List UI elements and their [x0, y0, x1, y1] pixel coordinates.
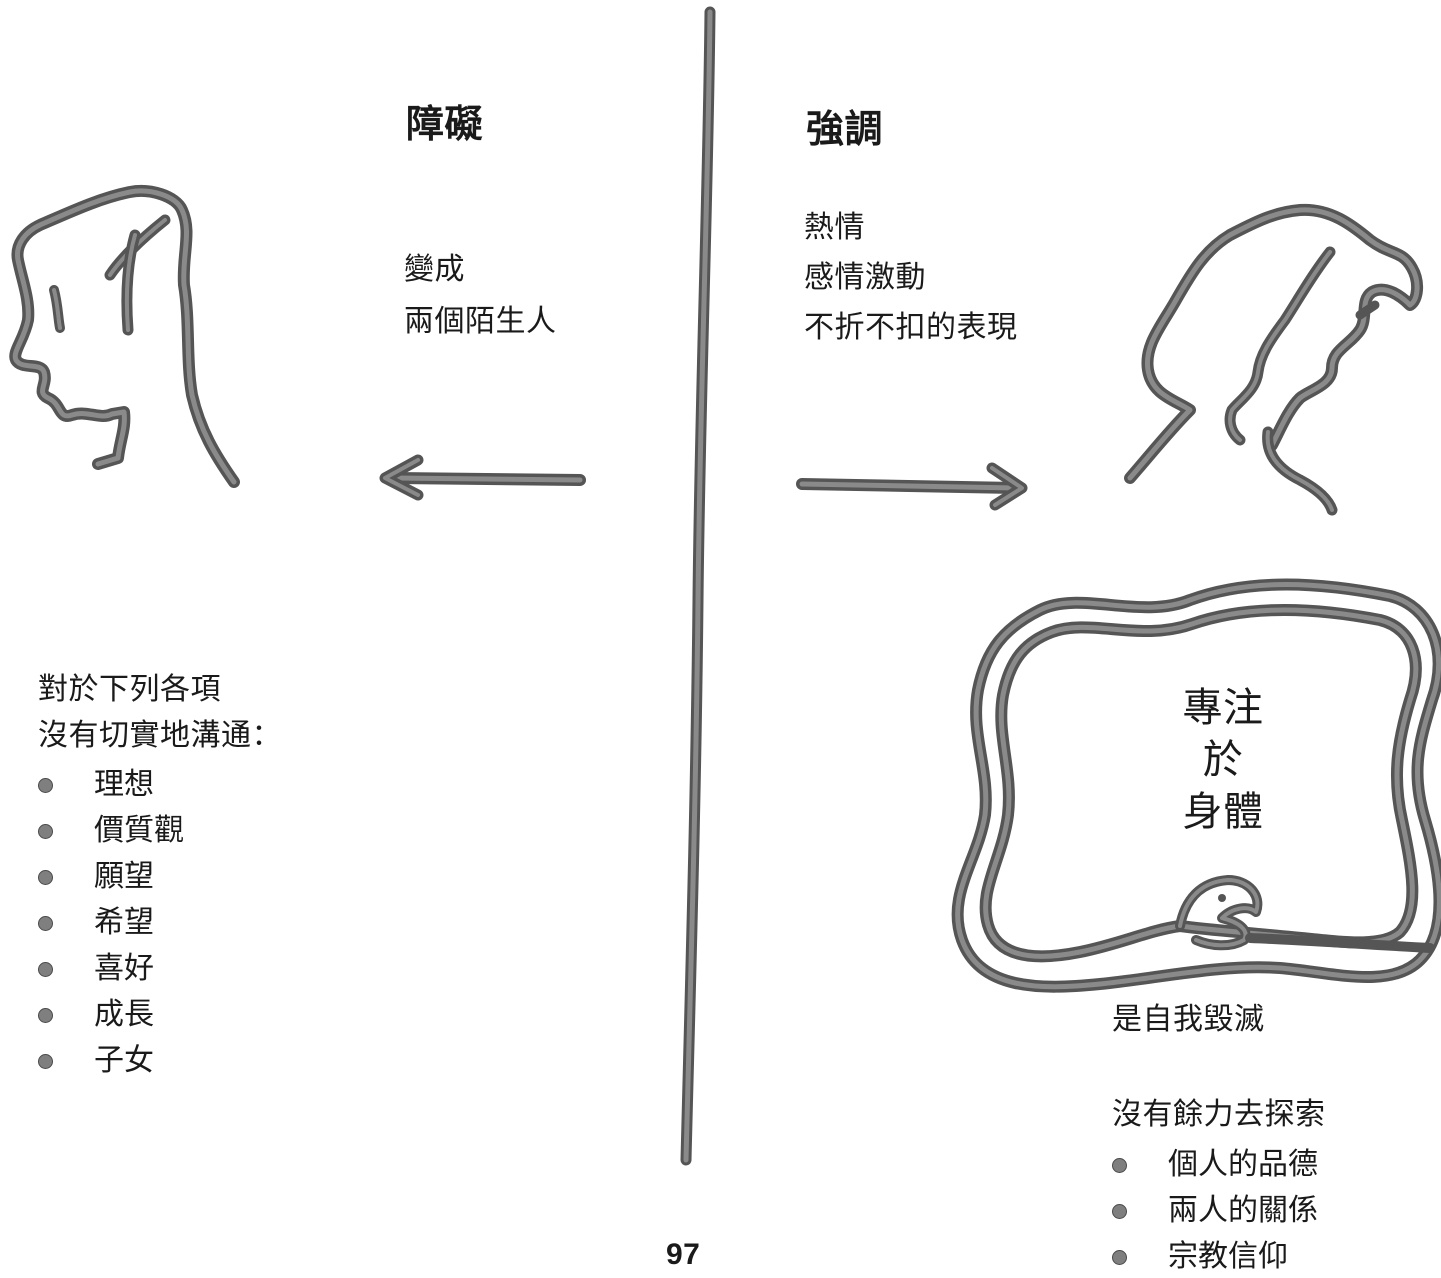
communication-items-list: 理想 價質觀 願望 希望 喜好 成長 子女 — [38, 770, 184, 1076]
bullet-dot-icon — [1112, 1158, 1127, 1173]
list-item: 子女 — [38, 1046, 184, 1076]
right-arrow-icon — [796, 462, 1028, 511]
become-line-2: 兩個陌生人 — [404, 304, 557, 339]
bullet-dot-icon — [38, 916, 53, 931]
bullet-dot-icon — [38, 1008, 53, 1023]
explore-items-list: 個人的品德 兩人的關係 宗教信仰 — [1112, 1150, 1318, 1272]
list-item: 價質觀 — [38, 816, 184, 846]
list-item: 兩人的關係 — [1112, 1196, 1318, 1226]
snake-frame-illustration — [951, 578, 1441, 993]
bullet-dot-icon — [38, 870, 53, 885]
explore-intro: 沒有餘力去探索 — [1112, 1097, 1326, 1132]
frame-text-line-1: 專注 — [1182, 685, 1264, 731]
woman-head-illustration — [1124, 203, 1423, 516]
frame-text-line-2: 於 — [1202, 737, 1244, 783]
bullet-dot-icon — [1112, 1250, 1127, 1265]
list-item: 宗教信仰 — [1112, 1242, 1318, 1272]
bullet-dot-icon — [38, 1054, 53, 1069]
bullet-dot-icon — [38, 824, 53, 839]
list-item: 理想 — [38, 770, 184, 800]
bullet-dot-icon — [1112, 1204, 1127, 1219]
man-head-illustration — [9, 185, 240, 488]
communication-intro: 對於下列各項 沒有切實地溝通： — [38, 675, 282, 751]
intro-line-1: 對於下列各項 — [38, 672, 221, 707]
bullet-dot-icon — [38, 778, 53, 793]
list-item: 希望 — [38, 908, 184, 938]
left-heading: 障礙 — [406, 102, 484, 146]
intro-line-2: 沒有切實地溝通： — [38, 718, 282, 753]
emphasis-line-1: 熱情 — [804, 210, 865, 245]
become-line-1: 變成 — [404, 252, 465, 287]
emphasis-line-2: 感情激動 — [804, 260, 926, 295]
emphasis-lines: 熱情 感情激動 不折不扣的表現 — [804, 213, 1018, 343]
self-destruction-caption: 是自我毀滅 — [1112, 1002, 1265, 1037]
list-item: 個人的品德 — [1112, 1150, 1318, 1180]
left-arrow-icon — [379, 454, 586, 501]
bullet-dot-icon — [38, 962, 53, 977]
page-number: 97 — [666, 1238, 701, 1271]
frame-text-line-3: 身體 — [1182, 789, 1264, 835]
list-item: 喜好 — [38, 954, 184, 984]
become-strangers-text: 變成 兩個陌生人 — [404, 255, 557, 337]
right-heading: 強調 — [806, 107, 884, 151]
emphasis-line-3: 不折不扣的表現 — [804, 310, 1018, 345]
frame-text: 專注 於 身體 — [1158, 688, 1288, 832]
list-item: 願望 — [38, 862, 184, 892]
list-item: 成長 — [38, 1000, 184, 1030]
